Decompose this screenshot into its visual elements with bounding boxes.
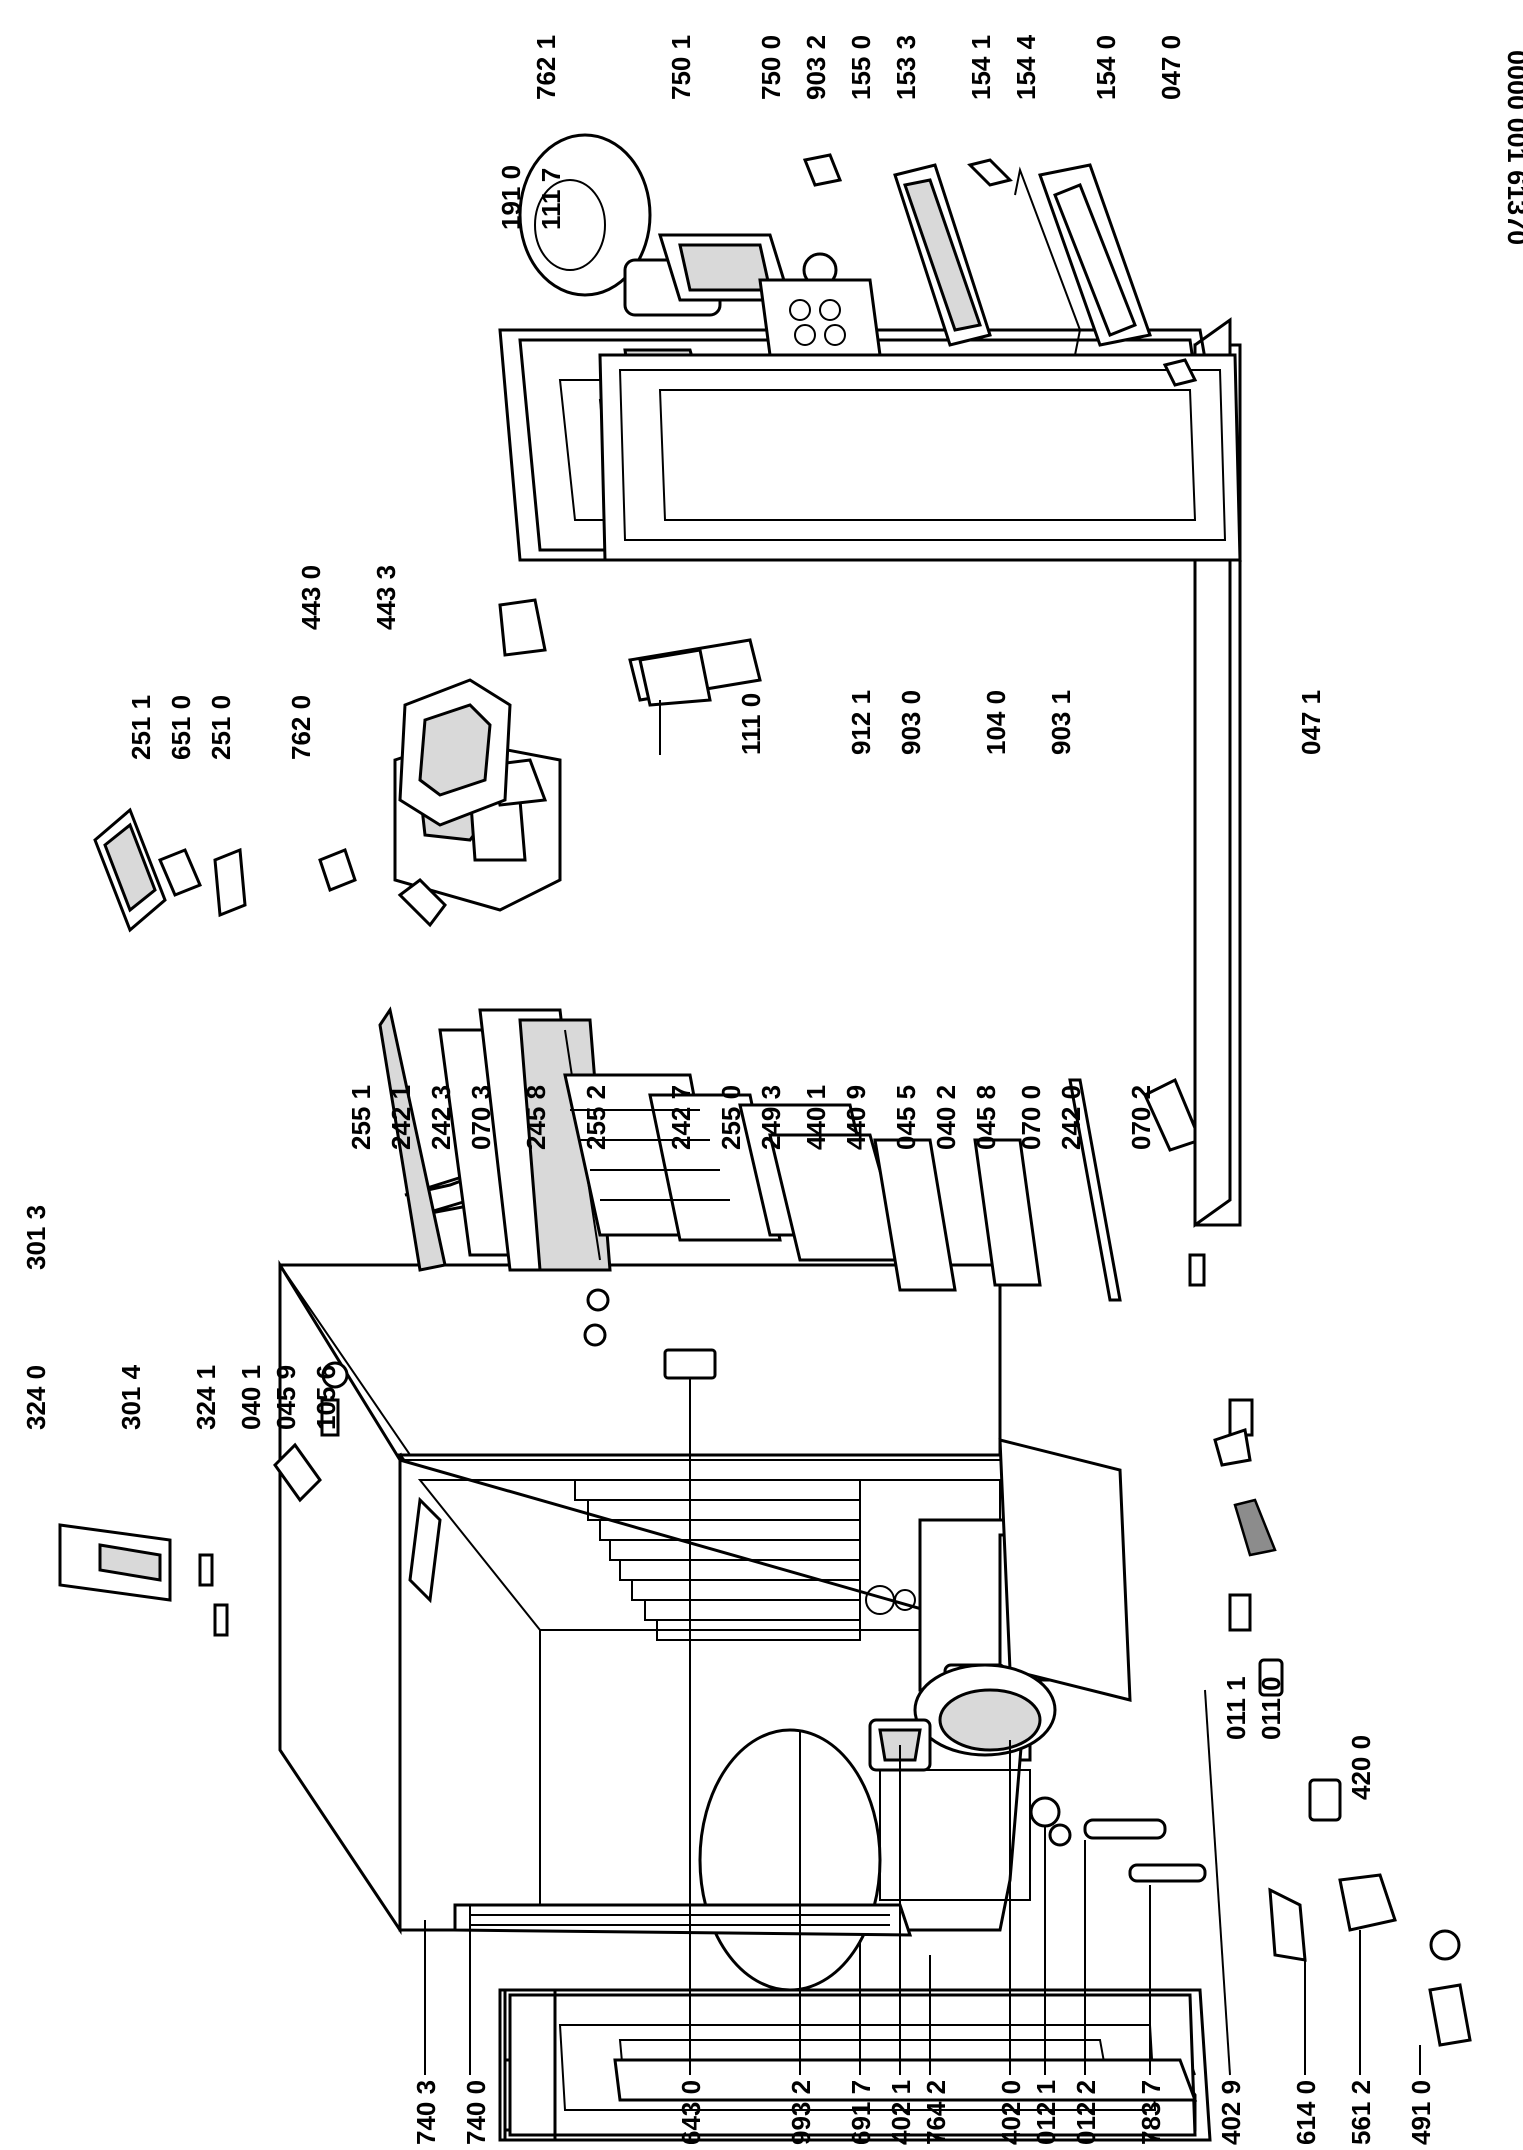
label-070-0: 070 0	[1016, 1085, 1046, 1150]
label-154-4: 154 4	[1011, 34, 1041, 100]
label-651-0: 651 0	[166, 695, 196, 760]
label-191-0: 191 0	[496, 165, 526, 230]
label-762-0: 762 0	[286, 695, 316, 760]
compressor-area	[868, 1663, 1207, 1883]
cabinet	[278, 1259, 1132, 1992]
label-443-3: 443 3	[371, 565, 401, 630]
label-251-1: 251 1	[126, 695, 156, 760]
label-614-0: 614 0	[1291, 2080, 1321, 2145]
label-301-3: 301 3	[21, 1205, 51, 1270]
label-762-1: 762 1	[531, 35, 561, 100]
label-011-1: 011 1	[1221, 1676, 1251, 1740]
label-255-2: 255 2	[581, 1085, 611, 1150]
label-154-1: 154 1	[966, 35, 996, 100]
label-155-0: 155 0	[846, 35, 876, 100]
label-070-2: 070 2	[1126, 1085, 1156, 1150]
label-012-1: 012 1	[1031, 2080, 1061, 2145]
label-040-1: 040 1	[236, 1365, 266, 1430]
label-440-1: 440 1	[801, 1085, 831, 1150]
label-691-7: 691 7	[846, 2080, 876, 2145]
top-hinge-cover	[58, 1523, 229, 1637]
label-903-1: 903 1	[1046, 690, 1076, 755]
label-242-0: 242 0	[1056, 1085, 1086, 1150]
dispenser-parts	[518, 133, 882, 357]
label-111-0: 111 0	[736, 693, 766, 755]
label-104-0: 104 0	[981, 690, 1011, 755]
label-402-1: 402 1	[886, 2080, 916, 2145]
part-643-0	[663, 1348, 717, 1380]
label-047-1: 047 1	[1296, 690, 1326, 755]
label-153-3: 153 3	[891, 35, 921, 100]
label-740-0: 740 0	[461, 2080, 491, 2145]
door-liner	[598, 353, 1242, 562]
control-housing	[398, 678, 512, 827]
label-912-1: 912 1	[846, 690, 876, 755]
label-242-1: 242 1	[386, 1085, 416, 1150]
label-154-0: 154 0	[1091, 35, 1121, 100]
label-643-0: 643 0	[676, 2080, 706, 2145]
label-440-9: 440 9	[841, 1085, 871, 1150]
door-trays	[893, 158, 1198, 387]
label-251-0: 251 0	[206, 695, 236, 760]
label-324-1: 324 1	[191, 1365, 221, 1430]
label-012-2: 012 2	[1071, 2080, 1101, 2145]
label-491-0: 491 0	[1406, 2080, 1436, 2145]
label-324-0: 324 0	[21, 1365, 51, 1430]
small-parts-bottom	[1228, 1593, 1472, 2047]
label-903-2: 903 2	[801, 35, 831, 100]
leaders	[424, 1378, 1421, 2076]
part-740-3	[408, 1496, 442, 1604]
label-011-0: 011 0	[1256, 1676, 1286, 1740]
cover-parts	[93, 807, 357, 933]
label-245-8: 245 8	[521, 1085, 551, 1150]
label-255-0: 255 0	[716, 1085, 746, 1150]
shelf-ribs	[574, 1479, 861, 1641]
label-301-4: 301 4	[116, 1364, 146, 1430]
label-420-0: 420 0	[1346, 1735, 1376, 1800]
label-047-0: 047 0	[1156, 35, 1186, 100]
shelves-group	[378, 1006, 1122, 1302]
door-seal	[503, 1988, 557, 2142]
door-handle	[628, 638, 762, 755]
drawing-code: 0000 001 61370	[1502, 50, 1523, 245]
label-561-2: 561 2	[1346, 2080, 1376, 2145]
label-402-0: 402 0	[996, 2080, 1026, 2145]
label-105-6: 105 6	[311, 1365, 341, 1430]
label-993-2: 993 2	[786, 2080, 816, 2145]
label-740-3: 740 3	[411, 2080, 441, 2145]
label-443-0: 443 0	[296, 565, 326, 630]
label-764-2: 764 2	[921, 2080, 951, 2145]
label-045-8: 045 8	[971, 1085, 1001, 1150]
label-402-9: 402 9	[1216, 2080, 1246, 2145]
door-panel	[613, 2058, 1198, 2102]
label-045-9: 045 9	[271, 1365, 301, 1430]
condenser	[453, 1903, 913, 1937]
label-040-2: 040 2	[931, 1085, 961, 1150]
label-750-1: 750 1	[666, 35, 696, 100]
label-242-7: 242 7	[666, 1085, 696, 1150]
label-242-3: 242 3	[426, 1085, 456, 1150]
label-070-3: 070 3	[466, 1085, 496, 1150]
label-111-7: 111 7	[536, 168, 566, 230]
label-750-0: 750 0	[756, 35, 786, 100]
label-255-1: 255 1	[346, 1085, 376, 1150]
label-249-3: 249 3	[756, 1085, 786, 1150]
label-783-7: 783 7	[1136, 2080, 1166, 2145]
label-903-0: 903 0	[896, 690, 926, 755]
label-045-5: 045 5	[891, 1085, 921, 1150]
